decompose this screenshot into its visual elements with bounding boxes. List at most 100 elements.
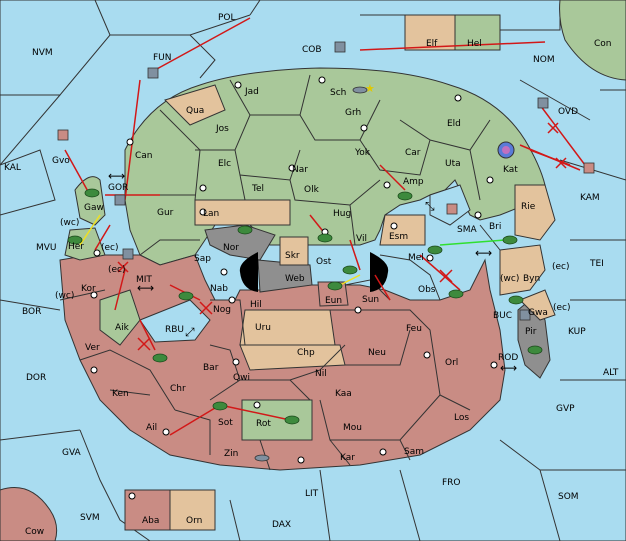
label-Hel: Hel <box>467 39 482 49</box>
ship-icon <box>583 162 595 174</box>
region-Rie[interactable] <box>514 184 556 241</box>
label-NVM: NVM <box>32 48 53 58</box>
target-icon <box>497 141 515 159</box>
label-Sch: Sch <box>330 88 346 98</box>
tank-icon <box>152 353 168 363</box>
label-Uru: Uru <box>255 323 271 333</box>
region-Qua[interactable] <box>164 84 226 126</box>
tank-icon <box>284 415 300 425</box>
region-Gaw[interactable] <box>74 176 106 226</box>
dislodge-marks <box>117 122 567 351</box>
supply-center-icon <box>199 184 207 192</box>
label-Esm: Esm <box>389 232 408 242</box>
supply-center-icon <box>297 456 305 464</box>
supply-center-icon <box>199 208 207 216</box>
tank-icon <box>427 245 443 255</box>
region-Chp[interactable] <box>239 344 346 371</box>
ship-icon <box>519 309 531 321</box>
label-Nil: Nil <box>315 369 327 379</box>
label-Ken: Ken <box>112 389 129 399</box>
label-SVM: SVM <box>80 513 100 523</box>
label-Amp: Amp <box>403 177 424 187</box>
supply-centers <box>90 76 498 500</box>
supply-center-icon <box>234 81 242 89</box>
label-Grh: Grh <box>345 108 361 118</box>
label-MVU: MVU <box>36 243 57 253</box>
double-arrow-icon: ⤢ <box>184 325 195 339</box>
label-ALT: ALT <box>603 368 619 378</box>
region-Rot[interactable] <box>241 399 313 441</box>
sea-gulf-RBU[interactable] <box>139 299 211 343</box>
label-BUC: BUC <box>493 311 512 321</box>
label-Nab: Nab <box>210 284 228 294</box>
label-Nor: Nor <box>223 243 239 253</box>
label-KAM: KAM <box>580 193 600 203</box>
label-Los: Los <box>454 413 469 423</box>
label-Hug: Hug <box>333 209 351 219</box>
label-GOR: GOR <box>108 183 128 193</box>
ship-icon <box>147 67 159 79</box>
label-MIT: MIT <box>136 275 152 285</box>
label-Nar: Nar <box>292 165 308 175</box>
red-x-icon <box>137 337 151 351</box>
ship-icon <box>122 248 134 260</box>
tank-icon <box>527 345 543 355</box>
label-Nog: Nog <box>213 305 231 315</box>
tank-icon <box>508 295 524 305</box>
region-Con[interactable] <box>559 0 626 81</box>
red-x-icon <box>117 261 129 273</box>
red-x-icon <box>555 157 567 169</box>
order-arrows <box>64 17 586 436</box>
label-Ail: Ail <box>146 423 157 433</box>
supply-center-icon <box>490 361 498 369</box>
supply-center-icon <box>162 428 170 436</box>
label-wc-byn: (wc) <box>500 274 519 284</box>
label-OVD: OVD <box>558 107 578 117</box>
label-Mel: Mel <box>408 253 424 263</box>
support-line-green <box>439 239 506 246</box>
label-POL: POL <box>218 13 236 23</box>
region-Byn[interactable] <box>499 244 546 296</box>
label-KUP: KUP <box>568 327 586 337</box>
label-Byn: Byn <box>523 274 540 284</box>
supply-center-icon <box>426 254 434 262</box>
double-arrow-icon: ⟷ <box>500 361 517 375</box>
region-Skr[interactable] <box>279 236 309 266</box>
label-Skr: Skr <box>285 251 300 261</box>
label-GVP: GVP <box>556 404 575 414</box>
ship-icon <box>57 129 69 141</box>
region-Orn[interactable] <box>169 489 216 531</box>
label-Web: Web <box>285 274 305 284</box>
region-Gwa[interactable] <box>519 289 556 321</box>
label-Feu: Feu <box>406 324 422 334</box>
label-Con: Con <box>594 39 612 49</box>
ship-icon <box>254 454 270 462</box>
region-Cow[interactable] <box>0 487 58 541</box>
supply-center-icon <box>423 351 431 359</box>
region-Aik[interactable] <box>99 289 141 346</box>
supply-center-icon <box>383 181 391 189</box>
label-Mou: Mou <box>343 423 362 433</box>
label-Cow: Cow <box>25 527 44 537</box>
tank-icon <box>237 225 253 235</box>
label-Can: Can <box>135 151 153 161</box>
ship-icon <box>352 86 368 94</box>
supply-center-icon <box>454 94 462 102</box>
supply-center-icon <box>220 268 228 276</box>
label-Orn: Orn <box>186 516 202 526</box>
region-Lan[interactable] <box>194 199 291 226</box>
region-Esm[interactable] <box>379 214 426 246</box>
label-Sot: Sot <box>218 418 233 428</box>
label-Zin: Zin <box>224 449 238 459</box>
label-DOR: DOR <box>26 373 46 383</box>
label-ROD: ROD <box>498 353 518 363</box>
supply-center-icon <box>232 358 240 366</box>
supply-center-icon <box>360 124 368 132</box>
label-Chp: Chp <box>297 348 315 358</box>
red-x-icon <box>439 269 453 283</box>
tank-icon <box>317 233 333 243</box>
support-line-yellow-center <box>339 274 361 286</box>
label-Qwi: Qwi <box>233 373 250 383</box>
supply-center-icon <box>318 76 326 84</box>
